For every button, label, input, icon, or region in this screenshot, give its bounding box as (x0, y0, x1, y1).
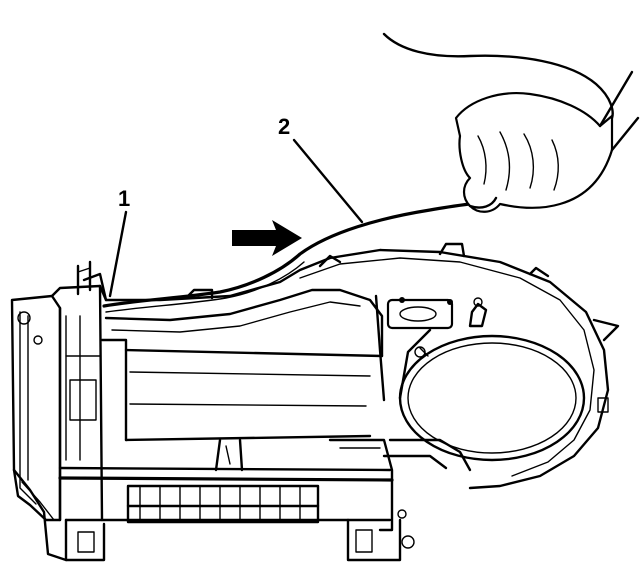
callout-label-1: 1 (118, 186, 130, 211)
callout-2: 2 (278, 114, 364, 224)
callout-label-2: 2 (278, 114, 290, 139)
seal-strip (102, 200, 486, 308)
hvac-housing (10, 242, 620, 562)
bottom-grille (126, 484, 320, 524)
callout-1: 1 (108, 186, 130, 298)
hand-icon (382, 32, 640, 213)
right-arrow-icon (232, 220, 302, 256)
blower-wheel-opening (398, 328, 586, 462)
